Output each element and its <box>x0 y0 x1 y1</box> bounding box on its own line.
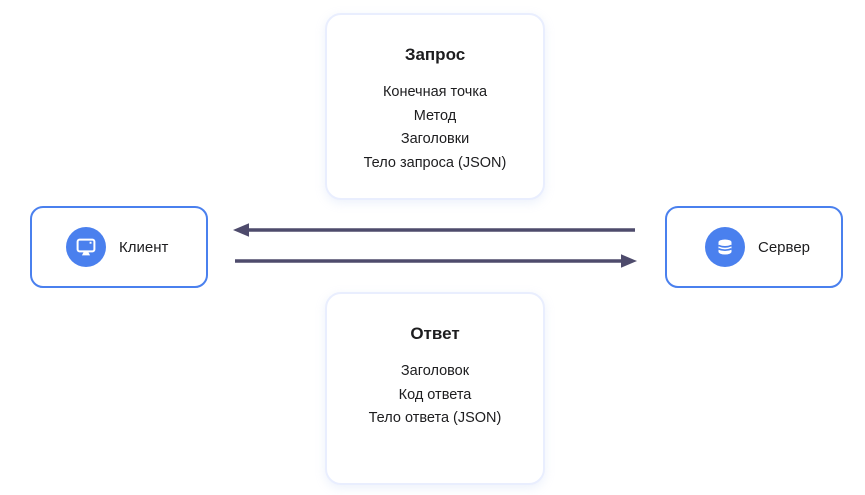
server-node: Сервер <box>665 206 843 288</box>
response-panel-title: Ответ <box>410 324 460 343</box>
request-panel-items: Конечная точка Метод Заголовки Тело запр… <box>327 81 543 175</box>
monitor-icon <box>66 227 106 267</box>
response-item-body: Тело ответа (JSON) <box>368 410 502 426</box>
response-item-header: Заголовок <box>400 363 470 379</box>
response-item-code: Код ответа <box>398 386 472 403</box>
server-label: Сервер <box>758 238 811 256</box>
request-item-body: Тело запроса (JSON) <box>363 154 507 171</box>
request-panel: Запрос Конечная точка Метод Заголовки Те… <box>325 13 545 200</box>
response-panel-items: Заголовок Код ответа Тело ответа (JSON) <box>327 360 543 431</box>
request-item-method: Метод <box>413 107 457 124</box>
database-icon <box>705 227 745 267</box>
client-label: Клиент <box>119 238 169 256</box>
request-response-arrows <box>233 223 637 268</box>
request-panel-title: Запрос <box>404 45 466 64</box>
arrow-server-to-client <box>233 223 635 237</box>
request-item-headers: Заголовки <box>400 131 470 147</box>
arrow-client-to-server <box>235 254 637 268</box>
client-node: Клиент <box>30 206 208 288</box>
request-item-endpoint: Конечная точка <box>382 84 488 100</box>
response-panel: Ответ Заголовок Код ответа Тело ответа (… <box>325 292 545 485</box>
